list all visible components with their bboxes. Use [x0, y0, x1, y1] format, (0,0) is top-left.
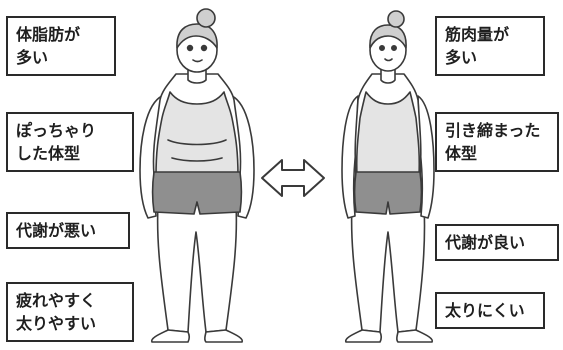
- left-figure-hair-bun: [197, 9, 215, 27]
- right-figure-left-eye: [380, 46, 384, 50]
- right-figure-right-eye: [392, 46, 396, 50]
- label-line: ぽっちゃり: [16, 119, 124, 142]
- label-line: 太りやすい: [16, 312, 124, 335]
- left-figure-right-eye: [202, 46, 207, 51]
- label-line: 多い: [16, 46, 106, 69]
- right-label-toned-body: 引き締まった 体型: [435, 112, 559, 172]
- label-line: 体脂肪が: [16, 23, 106, 46]
- right-figure-right-foot: [397, 330, 432, 342]
- label-line: 多い: [445, 46, 535, 69]
- right-label-hard-to-gain-weight: 太りにくい: [435, 292, 545, 329]
- left-label-poor-metabolism: 代謝が悪い: [6, 212, 130, 249]
- left-figure-legs: [158, 205, 237, 332]
- label-line: 引き締まった: [445, 119, 549, 142]
- left-figure-left-foot: [152, 330, 189, 342]
- label-line: 疲れやすく: [16, 289, 124, 312]
- left-figure-left-eye: [188, 46, 193, 51]
- right-figure-left-foot: [346, 330, 381, 342]
- figure-toned: [342, 11, 434, 342]
- left-label-chubby-body: ぽっちゃり した体型: [6, 112, 134, 172]
- label-line: 体型: [445, 142, 549, 165]
- right-label-good-metabolism: 代謝が良い: [435, 224, 559, 261]
- label-line: 代謝が悪い: [16, 219, 120, 242]
- label-line: 代謝が良い: [445, 231, 549, 254]
- label-line: した体型: [16, 142, 124, 165]
- left-label-tires-easily: 疲れやすく 太りやすい: [6, 282, 134, 342]
- right-figure-tank-top: [357, 92, 420, 176]
- right-label-muscle-mass: 筋肉量が 多い: [435, 16, 545, 76]
- right-figure-legs: [352, 205, 425, 332]
- label-line: 筋肉量が: [445, 23, 535, 46]
- label-line: 太りにくい: [445, 299, 535, 322]
- left-figure-tank-top: [156, 92, 238, 176]
- double-headed-arrow-icon: [262, 160, 324, 196]
- left-label-body-fat: 体脂肪が 多い: [6, 16, 116, 76]
- figure-overweight: [140, 9, 254, 342]
- left-figure-right-foot: [205, 330, 242, 342]
- right-figure-hair-bun: [388, 11, 404, 27]
